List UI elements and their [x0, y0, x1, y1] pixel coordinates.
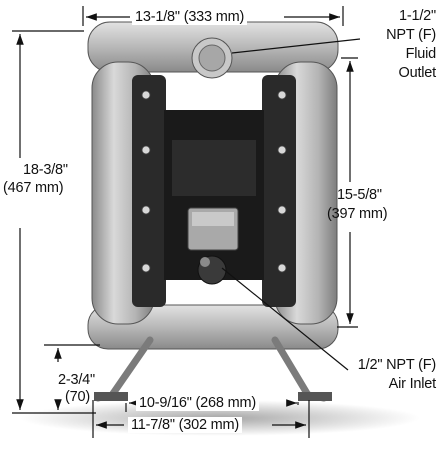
- fluid-outlet-line-4: Outlet: [398, 65, 437, 81]
- dim-top-width: 13-1/8" (333 mm): [132, 9, 248, 25]
- dim-outlet-height-inch: 15-5/8": [337, 187, 382, 203]
- fluid-outlet-line-3: Fluid: [405, 46, 437, 62]
- fluid-outlet-line-2: NPT (F): [386, 27, 436, 43]
- air-inlet-line-2: Air Inlet: [388, 376, 437, 392]
- fluid-outlet-line-1: 1-1/2": [399, 8, 436, 24]
- dimension-lines: [12, 6, 361, 438]
- dim-overall-height-mm: (467 mm): [3, 180, 64, 196]
- dim-outlet-height-mm: (397 mm): [327, 206, 388, 222]
- dim-inlet-height-inch: 2-3/4": [58, 372, 95, 388]
- dim-overall-height-inch: 18-3/8": [23, 162, 68, 178]
- dim-outer-base-width: 11-7/8" (302 mm): [128, 417, 243, 433]
- dim-inlet-height-mm: (70): [65, 389, 90, 405]
- callout-fluid-outlet: 1-1/2" NPT (F) Fluid Outlet: [362, 8, 436, 81]
- pump-photo: [87, 21, 339, 402]
- dim-inner-base-width: 10-9/16" (268 mm): [136, 395, 259, 411]
- callout-air-inlet: 1/2" NPT (F) Air Inlet: [338, 357, 436, 392]
- air-inlet-line-1: 1/2" NPT (F): [357, 357, 436, 373]
